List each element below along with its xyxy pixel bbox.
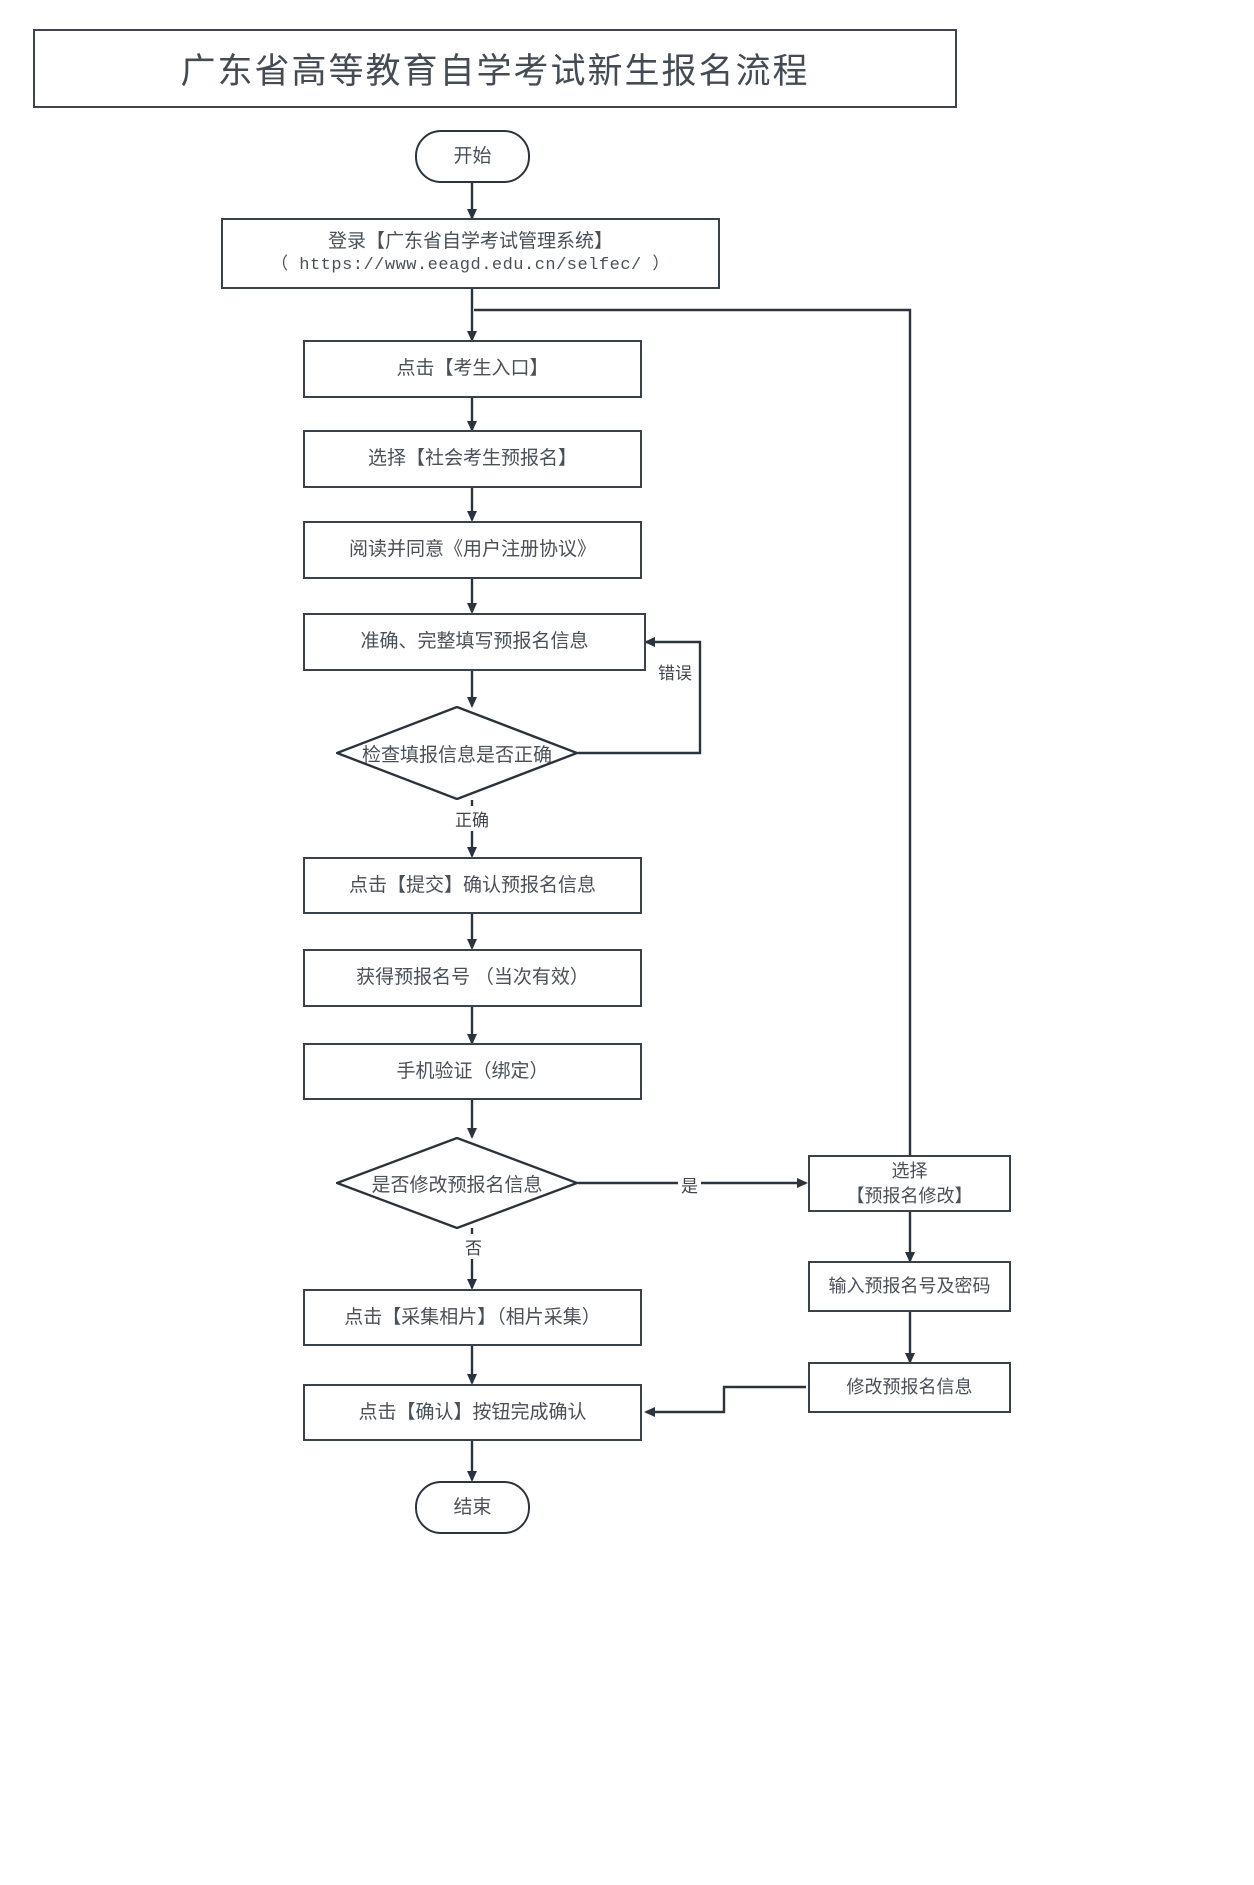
node-modify-info: 修改预报名信息 — [808, 1362, 1011, 1413]
node-choose-modify: 选择 【预报名修改】 — [808, 1155, 1011, 1212]
node-end: 结束 — [415, 1481, 530, 1534]
node-login: 登录【广东省自学考试管理系统】 （ https://www.eeagd.edu.… — [221, 218, 720, 289]
node-submit: 点击【提交】确认预报名信息 — [303, 857, 642, 914]
node-login-label-line1: 登录【广东省自学考试管理系统】 — [327, 231, 613, 253]
edge-label-error: 错误 — [655, 659, 695, 684]
node-choose-modify-label-line1: 选择 — [891, 1161, 928, 1182]
node-read-agreement: 阅读并同意《用户注册协议》 — [303, 521, 642, 579]
node-fill-info: 准确、完整填写预报名信息 — [303, 613, 646, 671]
node-confirm-label: 点击【确认】按钮完成确认 — [358, 1401, 587, 1423]
node-phone-verify-label: 手机验证（绑定） — [396, 1060, 549, 1082]
node-photo-capture: 点击【采集相片】（相片采集） — [303, 1289, 642, 1346]
node-read-agreement-label: 阅读并同意《用户注册协议》 — [348, 539, 596, 561]
node-end-label: 结束 — [453, 1496, 492, 1518]
node-check-info: 检查填报信息是否正确 — [336, 706, 578, 800]
node-photo-capture-label: 点击【采集相片】（相片采集） — [344, 1306, 601, 1328]
node-start: 开始 — [415, 130, 530, 183]
edge-label-correct: 正确 — [452, 806, 492, 831]
node-fill-info-label: 准确、完整填写预报名信息 — [360, 631, 589, 653]
node-select-pre-register: 选择【社会考生预报名】 — [303, 430, 642, 488]
node-phone-verify: 手机验证（绑定） — [303, 1043, 642, 1100]
edge-label-yes: 是 — [678, 1172, 701, 1197]
chart-title-frame: 广东省高等教育自学考试新生报名流程 — [33, 29, 957, 108]
node-candidate-entry-label: 点击【考生入口】 — [396, 358, 549, 380]
node-submit-label: 点击【提交】确认预报名信息 — [348, 874, 596, 896]
node-modify-decision-label: 是否修改预报名信息 — [371, 1174, 543, 1196]
diamond-shape-modify — [336, 1137, 578, 1229]
node-select-pre-register-label: 选择【社会考生预报名】 — [367, 448, 577, 470]
node-get-number-label: 获得预报名号 （当次有效） — [356, 967, 589, 989]
node-check-info-label: 检查填报信息是否正确 — [361, 744, 552, 766]
node-modify-decision: 是否修改预报名信息 — [336, 1137, 578, 1229]
node-candidate-entry: 点击【考生入口】 — [303, 340, 642, 398]
node-login-url: （ https://www.eeagd.edu.cn/selfec/ ） — [271, 255, 670, 275]
node-choose-modify-label-line2: 【预报名修改】 — [846, 1185, 973, 1206]
node-modify-info-label: 修改预报名信息 — [846, 1377, 973, 1398]
node-start-label: 开始 — [453, 145, 492, 167]
node-get-number: 获得预报名号 （当次有效） — [303, 949, 642, 1007]
node-input-number: 输入预报名号及密码 — [808, 1261, 1011, 1312]
node-confirm: 点击【确认】按钮完成确认 — [303, 1384, 642, 1441]
page-title: 广东省高等教育自学考试新生报名流程 — [180, 52, 810, 91]
node-input-number-label: 输入预报名号及密码 — [828, 1276, 991, 1297]
edge-label-no: 否 — [462, 1234, 485, 1259]
